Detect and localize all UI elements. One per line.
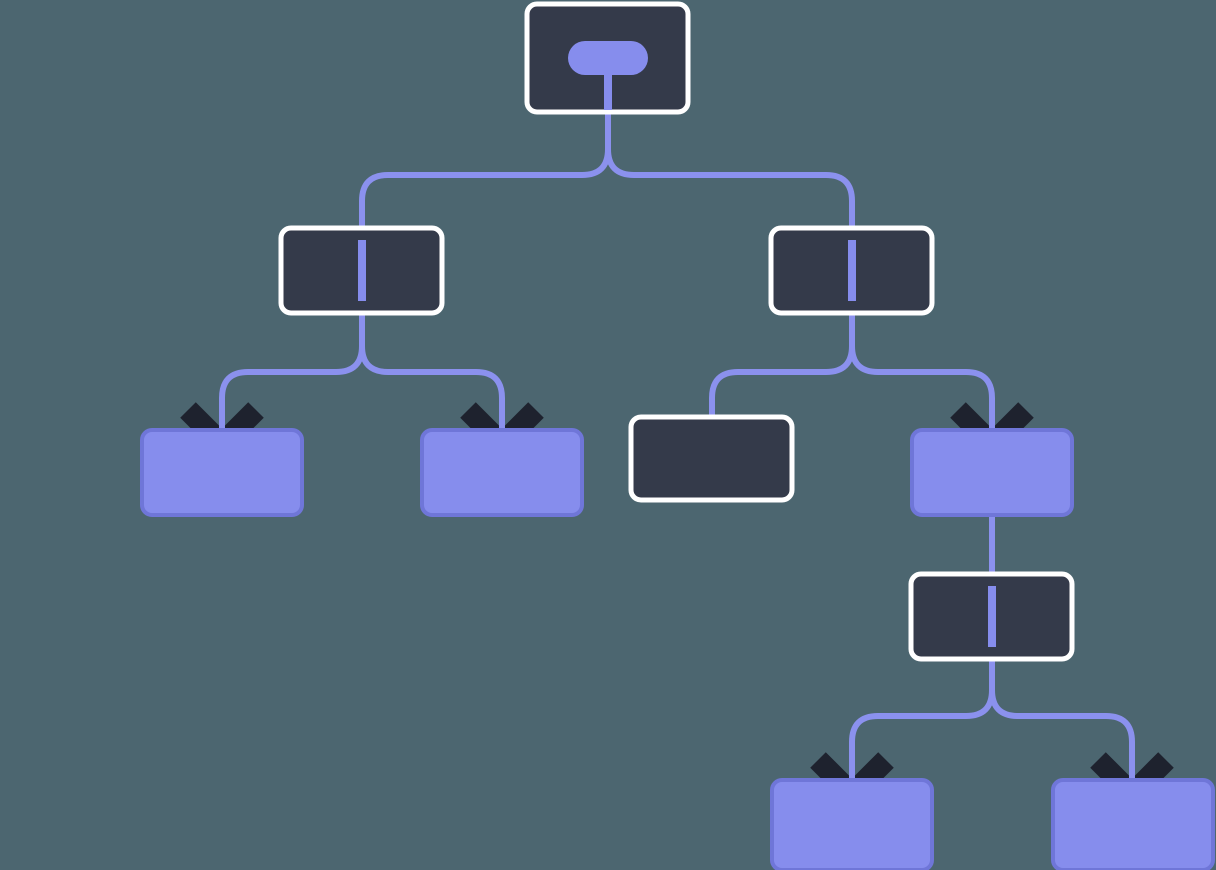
edge-layer xyxy=(219,112,1135,780)
branch-node-d-rect[interactable] xyxy=(910,428,1074,517)
leaf-node-e-rect[interactable] xyxy=(770,778,934,870)
edge-root-to-right-branch[interactable] xyxy=(605,112,855,228)
leaf-node-f[interactable] xyxy=(1051,778,1215,870)
node-inner-accent-layer xyxy=(358,41,996,647)
sub-branch-node-inner-bar xyxy=(988,586,996,647)
leaf-node-b-rect[interactable] xyxy=(420,428,584,517)
root-node-inner-pill xyxy=(568,41,648,75)
left-branch-node-inner-bar xyxy=(358,240,366,301)
edge-left-branch-to-leaf-b[interactable] xyxy=(359,313,505,430)
leaf-node-f-rect[interactable] xyxy=(1051,778,1215,870)
leaf-node-a[interactable] xyxy=(140,428,304,517)
leaf-node-c-rect[interactable] xyxy=(628,414,795,503)
leaf-node-a-rect[interactable] xyxy=(140,428,304,517)
root-node-inner-stem xyxy=(604,58,612,110)
node-layer xyxy=(140,1,1215,870)
branch-node-d[interactable] xyxy=(910,428,1074,517)
leaf-node-b[interactable] xyxy=(420,428,584,517)
edge-sub-branch-to-leaf-f[interactable] xyxy=(989,659,1135,780)
leaf-node-e[interactable] xyxy=(770,778,934,870)
edge-right-branch-to-branch-d[interactable] xyxy=(849,313,995,430)
right-branch-node-inner-bar xyxy=(848,240,856,301)
leaf-node-c[interactable] xyxy=(628,414,795,503)
